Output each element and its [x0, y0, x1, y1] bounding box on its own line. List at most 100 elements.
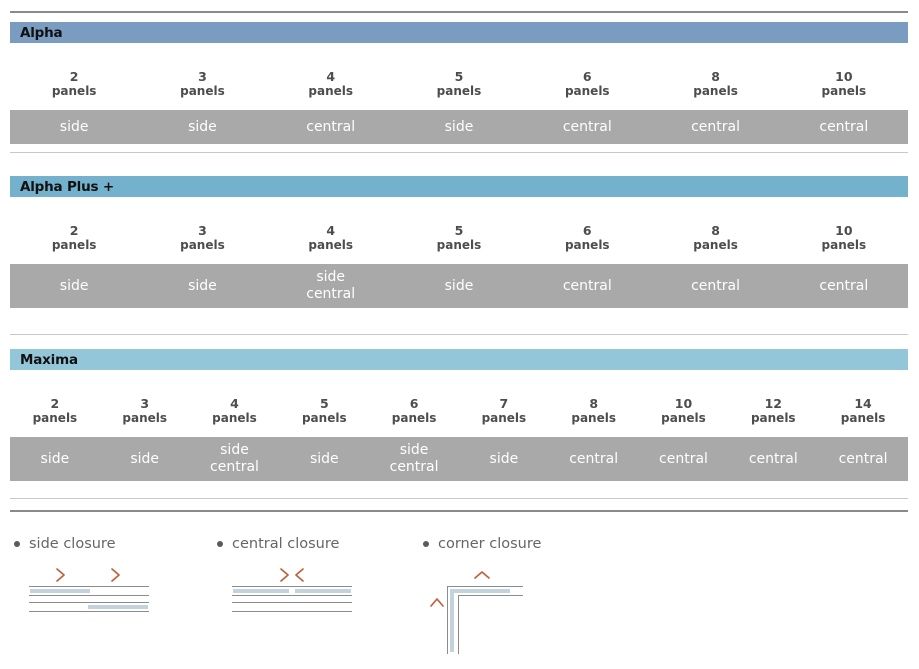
side-closure-diagram — [14, 564, 164, 624]
closure-type: side — [220, 442, 249, 458]
section-header-maxima: Maxima — [10, 349, 908, 370]
closure-type: side — [316, 269, 346, 285]
top-divider-rule — [10, 11, 908, 13]
closure-cell: side — [100, 446, 190, 473]
closure-cell: central — [780, 273, 908, 300]
panel-unit-label: panels — [122, 411, 167, 425]
panel-unit-label: panels — [180, 84, 225, 98]
section-title: Alpha — [20, 24, 63, 41]
legend-label: side closure — [29, 536, 116, 552]
panel-fills — [450, 589, 510, 652]
legend-divider-rule — [10, 510, 908, 512]
closure-cell: side — [279, 446, 369, 473]
panel-unit-label: panels — [51, 84, 97, 98]
section-title: Alpha Plus + — [20, 178, 114, 195]
closure-type: central — [838, 450, 888, 467]
closure-cell: central — [818, 446, 908, 473]
closure-type: central — [819, 118, 869, 135]
panel-fills — [233, 589, 351, 593]
closure-type: central — [210, 459, 259, 475]
legend-label: central closure — [232, 536, 340, 552]
panel-unit-label: panels — [564, 84, 610, 98]
closure-type: central — [691, 118, 740, 135]
panel-unit-label: panels — [481, 411, 527, 425]
legend-label-row: central closure — [217, 536, 367, 552]
panel-unit-label: panels — [301, 411, 347, 425]
section-divider-3 — [10, 498, 908, 499]
section-divider-1 — [10, 152, 908, 153]
closure-cell: side — [138, 273, 266, 300]
panel-count: 6 — [582, 223, 592, 238]
panel-count: 2 — [69, 69, 79, 84]
legend-item-side-closure: side closure — [14, 536, 164, 624]
panel-count: 10 — [835, 223, 853, 238]
closure-cell: central — [651, 273, 779, 300]
bullet-icon — [217, 541, 223, 547]
panel-unit-label: panels — [840, 411, 886, 425]
closure-type: central — [562, 277, 612, 294]
closure-cell: side — [138, 114, 266, 141]
panel-count: 2 — [50, 396, 60, 411]
panel-unit-label: panels — [436, 84, 482, 98]
closure-type: side — [59, 277, 89, 294]
panel-unit-label: panels — [750, 411, 796, 425]
legend-item-corner-closure: corner closure — [423, 536, 573, 658]
panel-count: 8 — [711, 69, 720, 84]
section-header-alpha: Alpha — [10, 22, 908, 43]
panel-unit-label: panels — [693, 84, 738, 98]
panel-unit-label: panels — [180, 238, 225, 252]
closure-type: central — [659, 450, 708, 467]
panel-count: 10 — [835, 69, 853, 84]
closure-cell: central — [523, 114, 651, 141]
panel-count: 3 — [198, 69, 207, 84]
panel-unit-label: panels — [564, 238, 610, 252]
section-header-alpha-plus: Alpha Plus + — [10, 176, 908, 197]
panel-count: 4 — [230, 396, 239, 411]
panel-count: 5 — [454, 223, 464, 238]
closure-type: central — [306, 286, 356, 302]
panel-count: 2 — [69, 223, 79, 238]
panel-unit-label: panels — [308, 84, 354, 98]
closure-cell: central — [728, 446, 818, 473]
closure-cell: side — [10, 273, 138, 300]
panel-count: 8 — [711, 223, 720, 238]
closure-type: central — [569, 450, 619, 467]
closure-type: central — [562, 118, 612, 135]
panel-count: 3 — [140, 396, 150, 411]
closure-cell: central — [523, 273, 651, 300]
panel-count: 5 — [454, 69, 464, 84]
panel-unit-label: panels — [436, 238, 482, 252]
panel-unit-label: panels — [821, 238, 867, 252]
panel-count: 14 — [854, 396, 872, 411]
panel-unit-label: panels — [32, 411, 78, 425]
panel-unit-label: panels — [693, 238, 738, 252]
closure-cell: central — [267, 114, 395, 141]
panel-unit-label: panels — [571, 411, 616, 425]
closure-type: side — [309, 450, 339, 467]
closure-cell: side — [395, 114, 523, 141]
closure-type: central — [691, 277, 740, 294]
closure-cell: side — [10, 114, 138, 141]
arrow-glyphs — [56, 568, 120, 582]
panel-count: 3 — [198, 223, 207, 238]
closure-type: side — [130, 450, 160, 467]
panel-unit-label: panels — [391, 411, 437, 425]
